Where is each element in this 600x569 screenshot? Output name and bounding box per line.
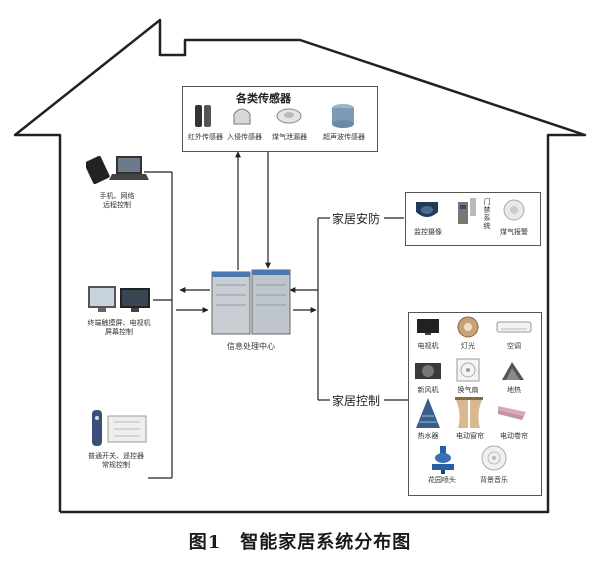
sensor-label-gas: 煤气泄漏器 bbox=[272, 133, 307, 141]
control-label-music: 背景音乐 bbox=[480, 476, 508, 484]
sensor-label-ultrasonic: 超声波传感器 bbox=[323, 133, 365, 141]
gas-leak-detector-icon bbox=[276, 108, 302, 124]
control-label-water-heater: 热水器 bbox=[417, 432, 439, 440]
control-label-ac: 空调 bbox=[507, 342, 521, 350]
left-device-3-line2: 常规控制 bbox=[102, 461, 130, 469]
gas-alarm-icon bbox=[503, 199, 525, 221]
left-device-2-line1: 终端触摸屏、电视机 bbox=[87, 319, 151, 327]
water-heater-icon bbox=[416, 398, 440, 428]
left-device-3-line1: 普通开关、遥控器 bbox=[88, 452, 144, 460]
control-label-fresh-air: 新风机 bbox=[417, 386, 439, 394]
electric-curtain-icon bbox=[455, 397, 483, 428]
left-device-1-line2: 远程控制 bbox=[103, 201, 131, 209]
infrared-sensor-icon bbox=[195, 105, 211, 127]
sensor-label-intrusion: 入侵传感器 bbox=[227, 133, 262, 141]
security-title: 家居安防 bbox=[332, 212, 381, 226]
security-label-access-vertical: 门禁系统 bbox=[483, 198, 491, 230]
air-conditioner-icon bbox=[496, 321, 532, 333]
exhaust-fan-icon bbox=[456, 358, 480, 382]
house-outline bbox=[13, 18, 587, 514]
left-device-1-line1: 手机、网络 bbox=[99, 192, 135, 200]
left-device-2-line2: 屏幕控制 bbox=[105, 328, 133, 336]
background-music-speaker-icon bbox=[481, 445, 507, 471]
tv-icon bbox=[417, 319, 439, 335]
switch-remote-icon bbox=[92, 410, 147, 446]
control-label-shutter: 电动卷帘 bbox=[500, 432, 528, 440]
control-label-sprinkler: 花园喷头 bbox=[428, 476, 456, 484]
figure-caption: 图1 智能家居系统分布图 bbox=[188, 532, 412, 553]
control-label-floor-heat: 地热 bbox=[507, 386, 521, 394]
electric-shutter-icon bbox=[498, 406, 526, 420]
sensors-title: 各类传感器 bbox=[236, 92, 291, 105]
touchscreen-tv-icon bbox=[88, 286, 150, 312]
lighting-icon bbox=[457, 316, 479, 338]
security-label-camera: 监控摄像 bbox=[414, 228, 442, 236]
control-label-tv: 电视机 bbox=[417, 342, 439, 350]
server-cabinet-icon bbox=[211, 269, 291, 335]
control-label-exhaust: 换气扇 bbox=[457, 386, 479, 394]
control-title: 家居控制 bbox=[332, 394, 381, 408]
control-label-curtain: 电动窗帘 bbox=[456, 432, 484, 440]
sensor-label-infrared: 红外传感器 bbox=[188, 133, 223, 141]
security-label-gas-alarm: 煤气报警 bbox=[500, 228, 528, 236]
access-control-icon bbox=[458, 198, 476, 224]
control-label-lighting: 灯光 bbox=[461, 342, 475, 350]
ultrasonic-sensor-icon bbox=[332, 104, 354, 128]
floor-heating-icon bbox=[502, 362, 524, 380]
intrusion-sensor-icon bbox=[233, 108, 251, 125]
surveillance-camera-icon bbox=[416, 202, 438, 217]
garden-sprinkler-icon bbox=[432, 446, 454, 474]
center-label: 信息处理中心 bbox=[227, 342, 275, 351]
fresh-air-unit-icon bbox=[415, 363, 441, 379]
phone-laptop-icon bbox=[86, 155, 149, 185]
